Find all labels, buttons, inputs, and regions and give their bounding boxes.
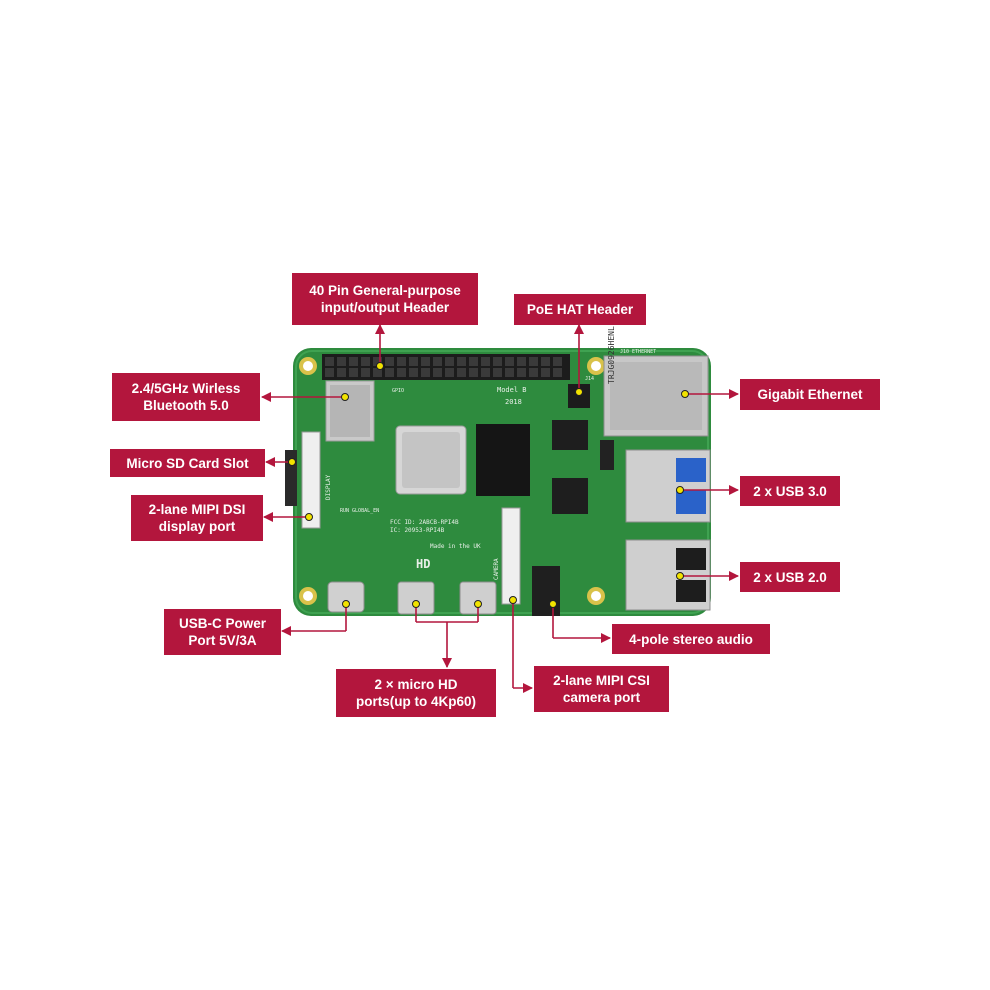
audio-jack bbox=[532, 566, 560, 616]
svg-text:IC: 20953-RPI4B: IC: 20953-RPI4B bbox=[390, 527, 445, 534]
label-csi: 2-lane MIPI CSI camera port bbox=[534, 666, 669, 712]
ethernet-jack bbox=[603, 355, 709, 437]
ram-chip bbox=[476, 424, 530, 496]
label-ethernet: Gigabit Ethernet bbox=[740, 379, 880, 410]
svg-text:J10 ETHERNET: J10 ETHERNET bbox=[620, 349, 656, 355]
dsi-connector bbox=[301, 431, 321, 529]
svg-text:TRJG0926HENL: TRJG0926HENL bbox=[607, 326, 616, 384]
mounting-holes bbox=[299, 357, 605, 605]
svg-text:J14: J14 bbox=[585, 376, 594, 382]
label-micro-hdmi: 2 × micro HD ports(up to 4Kp60) bbox=[336, 669, 496, 717]
svg-text:GPIO: GPIO bbox=[392, 388, 404, 394]
label-usb-c: USB-C Power Port 5V/3A bbox=[164, 609, 281, 655]
svg-text:2018: 2018 bbox=[505, 398, 522, 406]
svg-text:CAMERA: CAMERA bbox=[493, 558, 500, 580]
svg-text:Made in the UK: Made in the UK bbox=[430, 543, 481, 550]
usb2-ports bbox=[625, 539, 711, 611]
label-micro-sd: Micro SD Card Slot bbox=[110, 449, 265, 477]
label-gpio-header: 40 Pin General-purpose input/output Head… bbox=[292, 273, 478, 325]
svg-text:HD: HD bbox=[416, 557, 430, 571]
svg-text:RUN GLOBAL_EN: RUN GLOBAL_EN bbox=[340, 508, 379, 514]
label-dsi: 2-lane MIPI DSI display port bbox=[131, 495, 263, 541]
svg-text:Model B: Model B bbox=[497, 386, 527, 394]
pointer-dots bbox=[288, 362, 689, 608]
usb3-ports bbox=[625, 449, 711, 523]
wireless-module bbox=[325, 380, 375, 442]
svg-text:FCC ID: 2ABCB-RPI4B: FCC ID: 2ABCB-RPI4B bbox=[390, 519, 459, 526]
soc-chip bbox=[395, 425, 467, 495]
label-audio: 4-pole stereo audio bbox=[612, 624, 770, 654]
label-usb2: 2 x USB 2.0 bbox=[740, 562, 840, 592]
gpio-header bbox=[322, 354, 570, 380]
label-poe-hat-header: PoE HAT Header bbox=[514, 294, 646, 325]
label-usb3: 2 x USB 3.0 bbox=[740, 476, 840, 506]
csi-connector bbox=[501, 507, 521, 605]
label-wireless: 2.4/5GHz Wirless Bluetooth 5.0 bbox=[112, 373, 260, 421]
usb-controller-chip bbox=[552, 420, 588, 450]
arrow-heads bbox=[261, 324, 739, 693]
svg-text:DISPLAY: DISPLAY bbox=[325, 474, 332, 500]
pmic-chip bbox=[552, 478, 588, 514]
